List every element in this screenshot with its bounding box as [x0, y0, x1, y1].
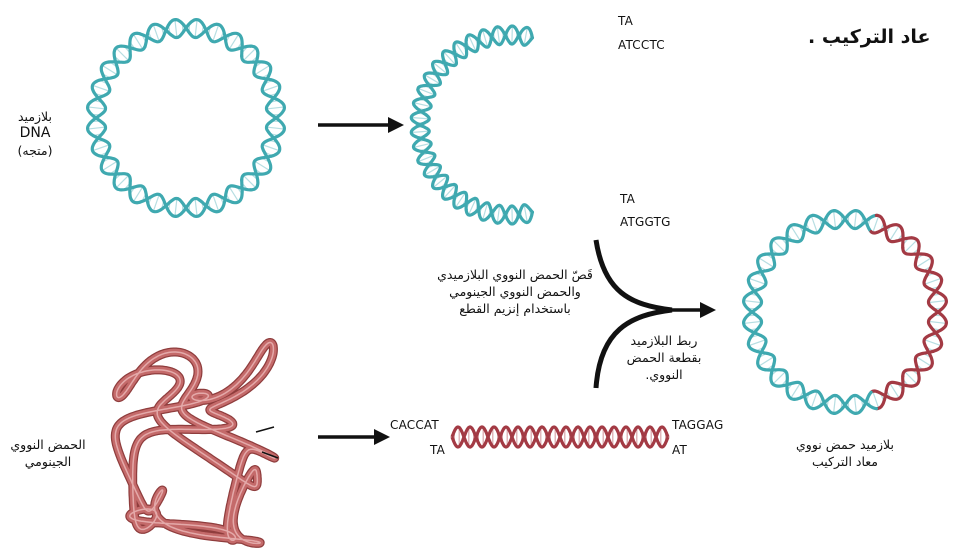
- base-pair-rung: [93, 85, 110, 91]
- base-pair-rung: [854, 395, 856, 413]
- base-pair-rung: [411, 131, 429, 132]
- dna-fragment-helix: [452, 427, 668, 447]
- base-pair-rung: [749, 340, 766, 346]
- base-pair-rung: [262, 145, 279, 151]
- cut-end-top-1: TA: [618, 14, 633, 28]
- base-pair-rung: [213, 25, 219, 42]
- recombinant-label-line1: بلازميد حمض نووي: [780, 436, 910, 453]
- base-pair-rung: [834, 211, 836, 229]
- fragment-end-left-bottom: TA: [430, 443, 445, 457]
- plasmid-label-line3: (متجه): [4, 142, 66, 159]
- base-pair-rung: [759, 258, 774, 268]
- arrowhead: [374, 429, 390, 445]
- base-pair-rung: [873, 391, 879, 408]
- arrowhead: [388, 117, 404, 133]
- genomic-label-line2: الجينومي: [2, 453, 94, 470]
- base-pair-rung: [791, 226, 801, 241]
- base-pair-rung: [873, 216, 879, 233]
- fragment-end-left-top: CACCAT: [390, 418, 439, 432]
- base-pair-rung: [93, 145, 110, 151]
- cut-end-bottom-2: ATGGTG: [620, 215, 671, 229]
- cut-plasmid-helix: [411, 26, 532, 224]
- top-title: عاد التركيب .: [808, 26, 930, 48]
- fragment-end-right-top: TAGGAG: [672, 418, 724, 432]
- base-pair-rung: [811, 216, 817, 233]
- plasmid-label-line2: DNA: [4, 125, 66, 142]
- base-pair-rung: [229, 187, 239, 202]
- base-pair-rung: [924, 340, 941, 346]
- base-pair-rung: [791, 383, 801, 398]
- cut-end-bottom-1: TA: [620, 192, 635, 206]
- base-pair-rung: [744, 301, 762, 303]
- ligation-caption-line1: ربط البلازميد: [614, 332, 714, 349]
- base-pair-rung: [890, 383, 900, 398]
- genomic-dna-coil: [115, 343, 274, 544]
- plasmid-label-line1: بلازميد: [4, 108, 66, 125]
- base-pair-rung: [102, 65, 117, 75]
- base-pair-rung: [213, 194, 219, 211]
- cut-mark-1: [256, 427, 274, 432]
- base-pair-rung: [749, 278, 766, 284]
- plasmid-label: بلازميد DNA (متجه): [4, 108, 66, 159]
- ligation-caption: ربط البلازميد بقطعة الحمض النووي.: [614, 332, 714, 383]
- base-pair-rung: [916, 258, 931, 268]
- base-pair-rung: [102, 161, 117, 171]
- base-pair-rung: [195, 20, 197, 38]
- base-pair-rung: [255, 65, 270, 75]
- ligation-caption-line2: بقطعة الحمض: [614, 349, 714, 366]
- base-pair-rung: [255, 161, 270, 171]
- base-pair-rung: [904, 371, 917, 384]
- base-pair-rung: [759, 357, 774, 367]
- base-pair-rung: [133, 187, 143, 202]
- base-pair-rung: [266, 107, 284, 109]
- arrowhead: [700, 302, 716, 318]
- base-pair-rung: [411, 117, 429, 118]
- base-pair-rung: [153, 194, 159, 211]
- base-pair-rung: [88, 127, 106, 129]
- base-pair-rung: [88, 107, 106, 109]
- base-pair-rung: [916, 357, 931, 367]
- base-pair-rung: [266, 127, 284, 129]
- cut-end-top-2: ATCCTC: [618, 38, 665, 52]
- base-pair-rung: [744, 321, 762, 323]
- cutting-caption-line1: قَصّ الحمض النووي البلازميدي: [420, 266, 610, 283]
- base-pair-rung: [175, 20, 177, 38]
- base-pair-rung: [854, 211, 856, 229]
- base-pair-rung: [811, 391, 817, 408]
- fragment-end-right-bottom: AT: [672, 443, 687, 457]
- base-pair-rung: [195, 198, 197, 216]
- base-pair-rung: [924, 278, 941, 284]
- base-pair-rung: [773, 240, 786, 253]
- recombinant-label-line2: معاد التركيب: [780, 453, 910, 470]
- recombinant-plasmid-helix: [744, 211, 947, 414]
- genomic-label-line1: الحمض النووي: [2, 436, 94, 453]
- base-pair-rung: [928, 321, 946, 323]
- base-pair-rung: [262, 85, 279, 91]
- cutting-caption: قَصّ الحمض النووي البلازميدي والحمض النو…: [420, 266, 610, 317]
- cutting-caption-line2: والحمض النووي الجينومي: [420, 283, 610, 300]
- base-pair-rung: [904, 240, 917, 253]
- base-pair-rung: [229, 34, 239, 49]
- ligation-caption-line3: النووي.: [614, 366, 714, 383]
- genomic-label: الحمض النووي الجينومي: [2, 436, 94, 470]
- base-pair-rung: [834, 395, 836, 413]
- cutting-caption-line3: باستخدام إنزيم القطع: [420, 300, 610, 317]
- base-pair-rung: [773, 371, 786, 384]
- recombinant-label: بلازميد حمض نووي معاد التركيب: [780, 436, 910, 470]
- base-pair-rung: [133, 34, 143, 49]
- base-pair-rung: [928, 301, 946, 303]
- circular-plasmid-helix: [88, 20, 285, 217]
- base-pair-rung: [175, 198, 177, 216]
- base-pair-rung: [153, 25, 159, 42]
- base-pair-rung: [890, 226, 900, 241]
